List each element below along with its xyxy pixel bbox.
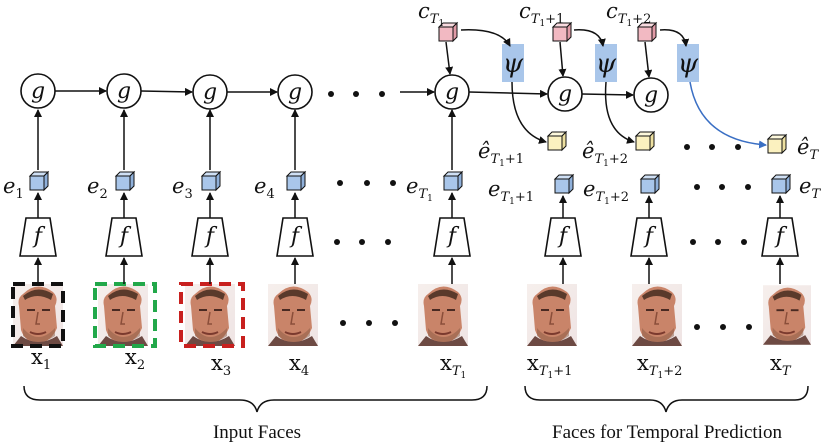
highlight-box-red <box>179 282 245 348</box>
ellipsis-dots <box>337 180 396 186</box>
e-cube <box>200 170 222 192</box>
ellipsis-dots <box>340 320 398 326</box>
g-label: g <box>117 79 131 104</box>
e-hat-cube <box>766 133 788 155</box>
xT1-label: xT1 <box>440 351 466 381</box>
g-label: g <box>203 80 217 105</box>
c-cube <box>636 21 658 43</box>
e2-label: e2 <box>87 174 108 202</box>
input-brace <box>23 385 488 413</box>
ellipsis-dots <box>684 144 741 150</box>
f-encoder: f <box>19 217 57 257</box>
face-image <box>525 284 579 346</box>
g-node <box>277 74 313 110</box>
e-cube <box>553 173 575 195</box>
psi-box <box>502 44 524 82</box>
ellipsis-dots <box>690 239 747 245</box>
e-cube <box>442 170 464 192</box>
f-encoder: f <box>761 217 799 257</box>
eT1plus2-label: eT1+2 <box>583 177 629 207</box>
highlight-box-green <box>93 282 157 348</box>
face-image <box>266 284 320 346</box>
face-image <box>96 284 150 346</box>
e3-label: e3 <box>172 174 193 202</box>
prediction-caption: Faces for Temporal Prediction <box>552 422 782 443</box>
e-cube <box>770 173 792 195</box>
input-faces-caption: Input Faces <box>213 422 301 443</box>
g-node <box>106 73 142 109</box>
e1-label: e1 <box>3 174 24 202</box>
ehatT1plus1-label: êT1+1 <box>478 139 524 169</box>
f-encoder: f <box>105 217 143 257</box>
e-cube <box>285 170 307 192</box>
e-cube <box>639 173 661 195</box>
ehatT-label: êT <box>797 135 819 163</box>
e4-label: e4 <box>254 174 275 202</box>
ellipsis-dots <box>328 91 385 97</box>
x2-label: x2 <box>125 345 145 373</box>
g-node <box>633 77 669 113</box>
c-cube <box>551 21 573 43</box>
cT1plus2-label: cT1+2 <box>606 0 651 29</box>
g-node <box>547 76 583 112</box>
g-label: g <box>644 83 658 108</box>
e-cube <box>28 170 50 192</box>
g-label: g <box>31 79 45 104</box>
ellipsis-dots <box>694 184 751 190</box>
psi-label: ψ <box>678 49 699 79</box>
psi-label: ψ <box>596 49 617 79</box>
e-hat-cube <box>546 130 568 152</box>
face-image <box>416 284 470 346</box>
x3-label: x3 <box>211 351 231 379</box>
g-label: g <box>445 80 459 105</box>
f-encoder: f <box>433 217 471 257</box>
eT1plus1-label: eT1+1 <box>488 177 534 207</box>
xT-label: xT <box>770 351 792 379</box>
ellipsis-dots <box>694 324 752 330</box>
x1-label: x1 <box>31 345 51 373</box>
face-image <box>183 284 237 346</box>
e-hat-cube <box>634 130 656 152</box>
x4-label: x4 <box>289 351 309 379</box>
cT1-label: cT1 <box>418 0 444 29</box>
xT1plus1-label: xT1+1 <box>527 351 572 381</box>
g-node <box>20 73 56 109</box>
psi-box <box>595 44 617 82</box>
f-encoder: f <box>630 217 668 257</box>
psi-label: ψ <box>503 49 524 79</box>
cT1plus1-label: cT1+1 <box>519 0 564 29</box>
f-encoder: f <box>276 217 314 257</box>
face-image <box>763 284 811 346</box>
f-encoder: f <box>544 217 582 257</box>
prediction-brace <box>524 385 809 413</box>
face-image <box>630 284 684 346</box>
g-label: g <box>288 80 302 105</box>
face-image <box>13 284 63 346</box>
e-cube <box>114 170 136 192</box>
eT1-label: eT1 <box>406 174 433 204</box>
c-cube <box>437 21 459 43</box>
g-label: g <box>558 82 572 107</box>
ellipsis-dots <box>334 239 391 245</box>
psi-box <box>677 44 699 82</box>
f-encoder: f <box>191 217 229 257</box>
g-node <box>434 74 470 110</box>
ehatT1plus2-label: êT1+2 <box>582 139 628 169</box>
xT1plus2-label: xT1+2 <box>637 351 682 381</box>
eT-label: eT <box>799 174 821 202</box>
g-node <box>192 74 228 110</box>
